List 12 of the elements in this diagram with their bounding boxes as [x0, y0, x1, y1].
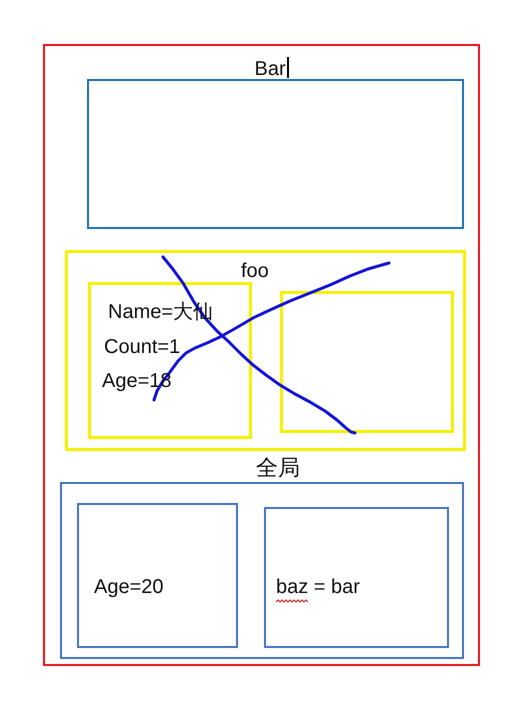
box-heading: Bar — [254, 59, 286, 79]
outer-frame — [43, 44, 480, 666]
inner-box — [77, 503, 238, 648]
inner-box — [88, 282, 252, 439]
variable-text: Age=20 — [94, 577, 164, 597]
inner-box — [264, 507, 449, 648]
variable-text: Count=1 — [104, 337, 180, 357]
box-heading: foo — [241, 261, 269, 281]
box-heading: 全局 — [256, 457, 300, 479]
section-box — [65, 250, 466, 451]
variable-text: baz = bar — [276, 577, 360, 597]
inner-box — [280, 291, 454, 433]
